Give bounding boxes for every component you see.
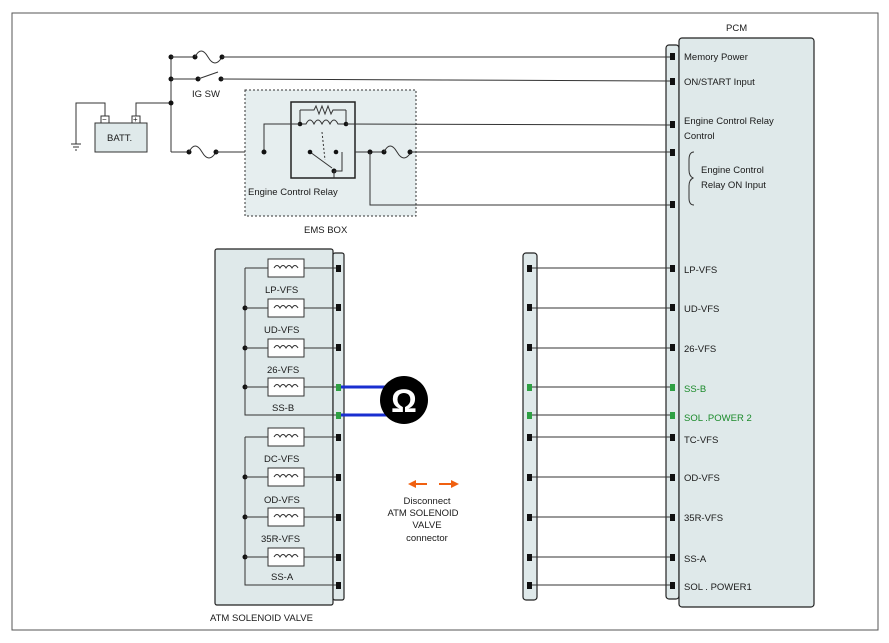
pcm-lower-pin-labels: LP-VFS UD-VFS 26-VFS SS-B SOL .POWER 2 T… xyxy=(684,265,752,593)
solenoid-coil-icon xyxy=(273,514,299,518)
solenoid-lp-label: LP-VFS xyxy=(265,285,298,296)
fuse-icon xyxy=(188,145,217,159)
solenoid-coil-icon xyxy=(273,384,299,388)
switch-icon xyxy=(197,71,219,80)
harness-wires xyxy=(527,265,675,589)
pcm-pin-ecr-control-line1: Engine Control Relay xyxy=(684,116,774,127)
pcm-pin-ss-b: SS-B xyxy=(684,384,706,395)
fuse-icon xyxy=(194,50,223,64)
ohm-symbol: Ω xyxy=(391,383,417,419)
solenoid-coil-icon xyxy=(273,434,299,438)
brace-icon xyxy=(688,151,695,206)
arrow-left-icon xyxy=(408,480,416,488)
ems-box-label: EMS BOX xyxy=(304,225,348,236)
solenoid-coil-icon xyxy=(273,265,299,269)
pcm-pin-ecr-on-line1: Engine Control xyxy=(701,165,764,176)
relay-label: Engine Control Relay xyxy=(248,187,338,198)
ems-box: EMS BOX Engine Control Relay xyxy=(244,89,671,236)
pcm-pin-ud-vfs: UD-VFS xyxy=(684,304,719,315)
ems-box-outline xyxy=(244,89,417,217)
solenoid-ssa-label: SS-A xyxy=(271,572,294,583)
pcm-pin-sol-power2: SOL .POWER 2 xyxy=(684,413,752,424)
relay-contact-icon xyxy=(309,151,333,169)
power-circuit: BATT. − + IG SW xyxy=(71,50,671,159)
harness-connector xyxy=(522,252,538,601)
pcm-pin-lp-vfs: LP-VFS xyxy=(684,265,717,276)
pcm-pin-od-vfs: OD-VFS xyxy=(684,473,720,484)
svg-text:−: − xyxy=(102,115,107,124)
resistor-icon xyxy=(300,104,346,116)
ig-sw-label: IG SW xyxy=(192,89,220,100)
valve-title: ATM SOLENOID VALVE xyxy=(210,613,313,624)
instruction-line2: ATM SOLENOID xyxy=(387,508,458,519)
pcm-pin-tc-vfs: TC-VFS xyxy=(684,435,718,446)
ohmmeter-icon xyxy=(380,376,428,424)
pcm-pin-35r-vfs: 35R-VFS xyxy=(684,513,723,524)
pcm-pin-ss-a: SS-A xyxy=(684,554,707,565)
pcm-pin-ecr-on-line2: Relay ON Input xyxy=(701,180,766,191)
solenoid-ssb-label: SS-B xyxy=(272,403,294,414)
solenoid-od-label: OD-VFS xyxy=(264,495,300,506)
ohmmeter: Ω xyxy=(341,376,428,424)
svg-text:+: + xyxy=(133,115,138,124)
solenoid-35r-label: 35R-VFS xyxy=(261,534,300,545)
battery xyxy=(94,122,148,153)
solenoid-coil-icon xyxy=(273,345,299,349)
solenoid-26-label: 26-VFS xyxy=(267,365,299,376)
pcm-pin-sol-power1: SOL . POWER1 xyxy=(684,582,752,593)
pcm-body xyxy=(678,37,815,608)
pcm-title: PCM xyxy=(726,23,747,34)
valve-connector xyxy=(332,252,345,601)
solenoid-coil-icon xyxy=(273,474,299,478)
solenoid-coil-icon xyxy=(273,554,299,558)
pcm-upper-pins: Memory Power ON/START Input Engine Contr… xyxy=(670,52,774,208)
disconnect-instruction: Disconnect ATM SOLENOID VALVE connector xyxy=(387,480,459,544)
pcm-pin-26-vfs: 26-VFS xyxy=(684,344,716,355)
solenoid-dc-label: DC-VFS xyxy=(264,454,299,465)
solenoid-coil-icon xyxy=(273,305,299,309)
arrow-right-icon xyxy=(451,480,459,488)
instruction-line1: Disconnect xyxy=(404,496,451,507)
battery-label: BATT. xyxy=(107,133,132,144)
instruction-line4: connector xyxy=(406,533,448,544)
relay-box xyxy=(290,101,356,179)
pcm-pin-memory-power: Memory Power xyxy=(684,52,748,63)
pcm-pin-on-start: ON/START Input xyxy=(684,77,755,88)
pcm: PCM xyxy=(665,23,815,608)
fuse-icon xyxy=(383,145,412,159)
instruction-line3: VALVE xyxy=(412,520,441,531)
solenoid-ud-label: UD-VFS xyxy=(264,325,299,336)
atm-solenoid-valve: ATM SOLENOID VALVE LP-VFS UD-VFS 26- xyxy=(210,248,345,624)
pcm-pin-ecr-control-line2: Control xyxy=(684,131,715,142)
coil-icon xyxy=(300,119,346,126)
harness-connector-body xyxy=(522,252,538,601)
